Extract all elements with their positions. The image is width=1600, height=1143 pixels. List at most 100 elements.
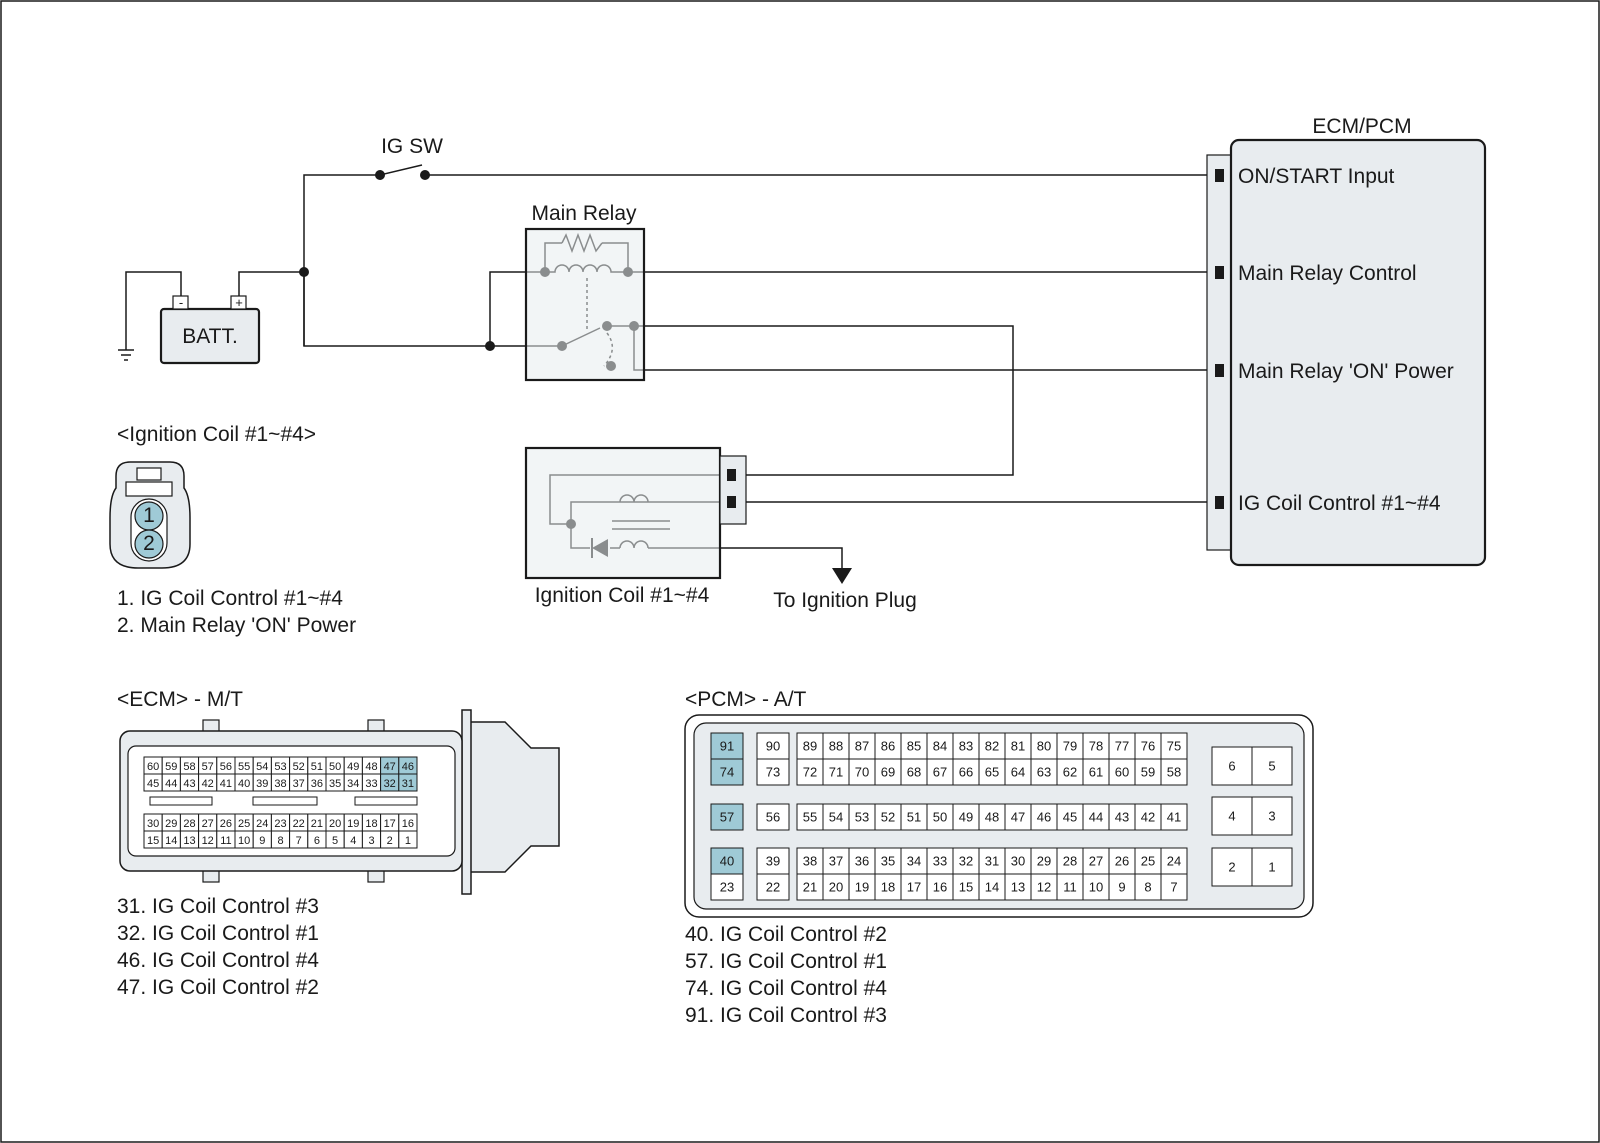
ecm-pin-terminal: [1215, 266, 1224, 279]
coil-pin-description: 2. Main Relay 'ON' Power: [117, 614, 356, 637]
connector-pin-number: 59: [165, 761, 177, 773]
connector-pin-number: 55: [803, 810, 817, 825]
connector-pin-cell: [1108, 803, 1136, 831]
connector-pin-cell: [926, 873, 954, 901]
connector-pin-number: 35: [881, 854, 895, 869]
ig-sw-label: IG SW: [381, 135, 443, 158]
connector-pin-cell: [978, 873, 1006, 901]
ecm-pcm-box: [1229, 138, 1487, 567]
connector-pin-number: 40: [720, 854, 734, 869]
connector-pin-number: 13: [1011, 880, 1025, 895]
connector-pin-cell: [822, 847, 850, 875]
connector-pin-number: 42: [1141, 810, 1155, 825]
connector-pin-number: 4: [1228, 809, 1235, 824]
connector-pin-cell: [978, 758, 1006, 786]
ignition-coil-box-label: Ignition Coil #1~#4: [535, 584, 710, 607]
connector-pin-cell: [1160, 803, 1188, 831]
connector-pin-cell: [1251, 796, 1293, 836]
connector-pin-number: 55: [238, 761, 250, 773]
connector-pin-number: 6: [1228, 759, 1235, 774]
connector-pin-number: 43: [1115, 810, 1129, 825]
ecm-pcm-label: ECM/PCM: [1312, 115, 1411, 138]
battery-label: BATT.: [182, 325, 238, 348]
connector-pin-cell: [848, 873, 876, 901]
connector-pin-number: 20: [829, 880, 843, 895]
connector-pin-cell: [756, 803, 790, 831]
connector-pin-number: 9: [1118, 880, 1125, 895]
connector-pin-number: 41: [220, 778, 232, 790]
connector-pin-number: 27: [202, 818, 214, 830]
connector-pin-number: 9: [259, 835, 265, 847]
connector-pin-number: 66: [959, 765, 973, 780]
connector-pin-number: 54: [829, 810, 843, 825]
connector-pin-number: 22: [293, 818, 305, 830]
connector-pin-number: 7: [296, 835, 302, 847]
connector-pin-cell: [874, 803, 902, 831]
connector-pin-cell: [1160, 847, 1188, 875]
connector-pin-number: 23: [720, 880, 734, 895]
connector-pin-number: 87: [855, 739, 869, 754]
connector-pin-cell: [1134, 873, 1162, 901]
pcm-pin-description: 74. IG Coil Control #4: [685, 977, 887, 1000]
connector-pin-number: 58: [1167, 765, 1181, 780]
connector-pin-number: 3: [1268, 809, 1275, 824]
connector-pin-cell: [952, 803, 980, 831]
pcm-pin-description: 57. IG Coil Control #1: [685, 950, 887, 973]
connector-pin-cell: [796, 803, 824, 831]
battery: [159, 307, 261, 365]
connector-pin-number: 91: [720, 739, 734, 754]
connector-pin-cell: [1160, 732, 1188, 760]
connector-pin-number: 8: [277, 835, 283, 847]
connector-pin-number: 58: [183, 761, 195, 773]
connector-pin-cell: [398, 830, 418, 849]
connector-pin-cell: [1251, 847, 1293, 887]
connector-pin-number: 36: [855, 854, 869, 869]
connector-pin-cell: [874, 732, 902, 760]
connector-pin-number: 48: [985, 810, 999, 825]
connector-pin-number: 72: [803, 765, 817, 780]
connector-pin-number: 68: [907, 765, 921, 780]
connector-pin-number: 26: [1115, 854, 1129, 869]
connector-pin-number: 2: [1228, 860, 1235, 875]
connector-pin-number: 35: [329, 778, 341, 790]
main-relay-box: [524, 227, 646, 382]
connector-pin-cell: [874, 873, 902, 901]
pcm-pin-description: 40. IG Coil Control #2: [685, 923, 887, 946]
connector-pin-number: 14: [985, 880, 999, 895]
connector-pin-number: 44: [165, 778, 177, 790]
connector-pin-cell: [1211, 746, 1253, 786]
connector-pin-number: 62: [1063, 765, 1077, 780]
connector-pin-number: 34: [907, 854, 921, 869]
connector-pin-cell: [756, 847, 790, 875]
connector-pin-number: 59: [1141, 765, 1155, 780]
connector-pin-number: 53: [855, 810, 869, 825]
connector-pin-cell: [1251, 746, 1293, 786]
connector-pin-number: 39: [766, 854, 780, 869]
ecm-pin-terminal: [1215, 364, 1224, 377]
connector-pin-number: 77: [1115, 739, 1129, 754]
connector-pin-number: 76: [1141, 739, 1155, 754]
connector-pin-number: 18: [365, 818, 377, 830]
connector-pin-number: 41: [1167, 810, 1181, 825]
connector-pin-number: 44: [1089, 810, 1103, 825]
connector-pin-cell: [756, 758, 790, 786]
connector-pin-cell: [952, 758, 980, 786]
connector-pin-number: 53: [274, 761, 286, 773]
ecm-pin-label: Main Relay 'ON' Power: [1238, 360, 1454, 383]
connector-pin-number: 52: [881, 810, 895, 825]
connector-pin-number: 30: [1011, 854, 1025, 869]
connector-pin-number: 22: [766, 880, 780, 895]
connector-pin-number: 50: [933, 810, 947, 825]
connector-pin-number: 51: [311, 761, 323, 773]
connector-pin-number: 27: [1089, 854, 1103, 869]
connector-pin-cell: [1160, 873, 1188, 901]
battery-plus-label: +: [235, 295, 243, 310]
connector-pin-number: 6: [314, 835, 320, 847]
connector-pin-cell: [822, 873, 850, 901]
connector-pin-number: 67: [933, 765, 947, 780]
battery-minus-terminal: [172, 295, 189, 310]
connector-pin-cell: [710, 758, 744, 786]
connector-pin-number: 81: [1011, 739, 1025, 754]
connector-pin-number: 37: [829, 854, 843, 869]
